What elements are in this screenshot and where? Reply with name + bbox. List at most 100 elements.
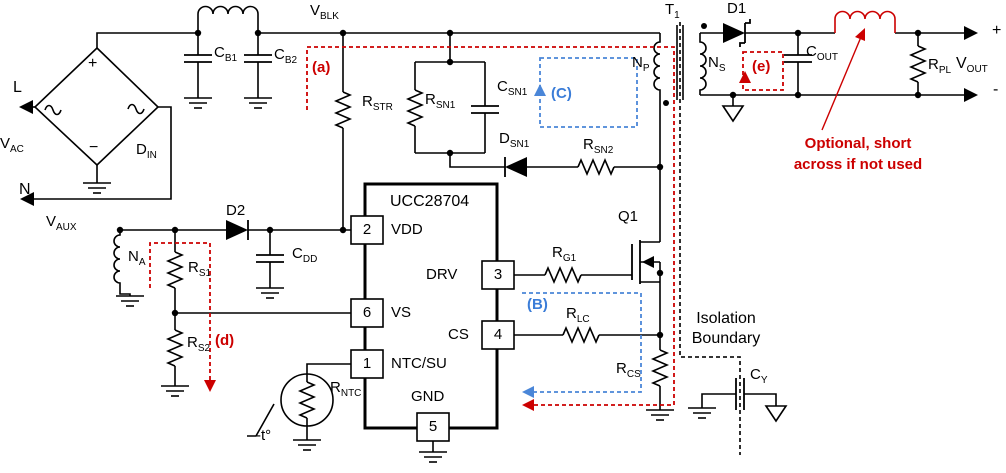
aux-winding-na [113, 230, 131, 296]
pin-box-ntc [350, 349, 384, 379]
label-vout: VOUT [956, 55, 988, 76]
label-rlc: RLC [566, 305, 590, 325]
ground-icon [292, 439, 322, 451]
pin-box-vs [350, 298, 384, 328]
pin-box-vdd [350, 215, 384, 245]
current-loop-c [534, 57, 638, 128]
label-rstr: RSTR [362, 93, 393, 113]
label-ntc-temp: -t° [256, 427, 272, 444]
label-rs1: RS1 [188, 259, 212, 279]
resistor-rlc [562, 327, 600, 343]
line-N-arrow-icon [20, 192, 34, 206]
secondary-winding-ns [699, 33, 707, 95]
ntc-temp-symbol-icon [247, 403, 275, 437]
label-dsn1: DSN1 [499, 130, 530, 150]
label-vout-plus: + [992, 22, 1002, 39]
resistor-rpl [910, 45, 926, 83]
pin-box-cs [481, 320, 515, 350]
diode-dsn1 [505, 157, 527, 177]
secondary-ground-icon [765, 405, 787, 422]
isolation-boundary-line [679, 22, 741, 455]
ground-icon [255, 287, 285, 299]
label-line-l: L [13, 79, 22, 96]
ground-icon [160, 385, 190, 397]
pin-label-ntc-su: NTC/SU [391, 355, 447, 372]
pin-label-cs: CS [448, 326, 469, 343]
bridge-rectifier [33, 46, 160, 183]
vout-minus-arrow-icon [964, 88, 978, 102]
ground-icon [183, 97, 213, 109]
optional-output-inductor [834, 10, 896, 33]
ground-icon [418, 451, 448, 463]
y-capacitor [701, 378, 777, 410]
resistor-rg1 [544, 267, 582, 283]
label-rpl: RPL [928, 56, 952, 76]
transformer-t1 [653, 25, 707, 242]
label-loop-d: (d) [215, 332, 235, 349]
pin-box-drv [481, 260, 515, 290]
pin-number-2: 2 [362, 221, 372, 238]
label-d1: D1 [727, 0, 747, 17]
loop-e-arrow-icon [739, 71, 751, 83]
label-q1: Q1 [618, 208, 639, 225]
ground-icon [115, 295, 145, 307]
label-cb2: CB2 [274, 46, 298, 66]
ac-lines [33, 32, 198, 200]
pin-number-3: 3 [493, 266, 503, 283]
pin-label-vs: VS [391, 304, 412, 321]
pin-number-5: 5 [428, 418, 438, 435]
pin-box-gnd [416, 412, 450, 442]
label-rntc: RNTC [330, 379, 362, 399]
resistor-rsn1 [407, 89, 423, 127]
optional-note-arrow [821, 28, 865, 131]
mosfet-body-arrow-icon [642, 256, 654, 268]
controller-ic [350, 182, 515, 452]
label-na: NA [128, 248, 146, 268]
resistor-rs1 [167, 251, 183, 289]
current-loop-e [739, 51, 784, 91]
label-vout-minus: - [993, 81, 999, 98]
vout-plus-arrow-icon [964, 26, 978, 40]
primary-winding-np [653, 33, 661, 242]
pin-number-6: 6 [362, 304, 372, 321]
label-bridge-minus: − [89, 139, 99, 156]
diode-d2 [226, 220, 248, 240]
loop-c-arrow-icon [534, 84, 546, 96]
label-csn1: CSN1 [497, 78, 528, 98]
loop-b-arrow-icon [522, 386, 534, 398]
resistor-rsn2 [577, 159, 615, 175]
current-loop-b [522, 292, 642, 398]
note-arrow-icon [855, 28, 865, 41]
ac-wave-icon [127, 103, 145, 115]
label-loop-e: (e) [752, 58, 771, 75]
label-rg1: RG1 [552, 244, 577, 264]
label-ic-part-number: UCC28704 [390, 193, 470, 210]
pin-number-1: 1 [362, 355, 372, 372]
label-ns: NS [708, 54, 726, 74]
input-filter [197, 5, 660, 98]
resistor-rcs [652, 349, 668, 387]
junction-dots [116, 29, 922, 339]
label-loop-c: (C) [551, 85, 572, 102]
pin-label-gnd: GND [411, 388, 445, 405]
label-cdd: CDD [292, 245, 318, 265]
ground-icon [645, 409, 675, 421]
current-loop-a [306, 46, 675, 411]
label-rs2: RS2 [187, 334, 211, 354]
diode-d1-schottky-bar [739, 19, 751, 47]
label-vac: VAC [0, 135, 24, 155]
label-d2: D2 [226, 202, 246, 219]
label-cy: CY [750, 366, 768, 386]
label-rcs: RCS [616, 360, 641, 380]
label-vblk: VBLK [310, 2, 339, 22]
label-loop-a: (a) [312, 59, 331, 76]
np-phase-dot-icon [663, 100, 669, 106]
current-loop-d [149, 242, 216, 392]
loop-d-arrow-icon [204, 380, 216, 392]
label-line-n: N [19, 181, 31, 198]
label-cb1: CB1 [214, 44, 238, 64]
label-rsn1: RSN1 [425, 91, 456, 111]
